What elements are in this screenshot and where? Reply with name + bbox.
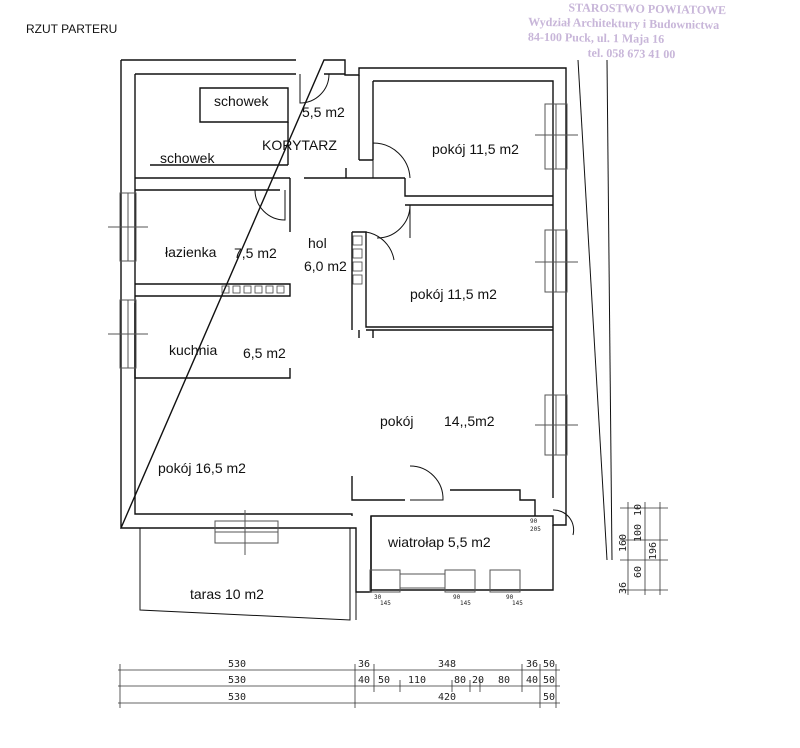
- dim-row3-label: 530: [228, 692, 247, 703]
- shelf-pattern: [221, 235, 363, 294]
- small-dimension: 145: [460, 600, 471, 607]
- room-wall: [351, 231, 553, 331]
- window-icon: [489, 569, 521, 593]
- small-dimension: 145: [380, 600, 391, 607]
- room-label-wiatrolap: wiatrołap 5,5 m2: [388, 534, 491, 550]
- door-swing: [552, 509, 575, 536]
- dim-row1-label: 50: [543, 659, 556, 670]
- outer-wall: [119, 59, 567, 593]
- room-area-lazienka: 7,5 m2: [234, 245, 277, 261]
- room-label-schowek-2: schowek: [160, 150, 215, 166]
- room-wall: [135, 283, 291, 297]
- dim-row2-label: 80: [498, 675, 511, 686]
- room-label-taras: taras 10 m2: [190, 586, 264, 602]
- vertical-dim-label: 160: [618, 533, 629, 552]
- room-wall: [358, 75, 374, 161]
- vertical-dim-label: 60: [633, 565, 644, 578]
- vertical-dim-label: 196: [648, 541, 659, 560]
- vertical-dim-label: 100: [633, 523, 644, 542]
- dim-row1-label: 36: [526, 659, 539, 670]
- dim-row2-label: 110: [408, 675, 427, 686]
- dim-row3-label: 420: [438, 692, 457, 703]
- dim-row3-label: 50: [543, 692, 556, 703]
- corridor-wall: [135, 168, 405, 232]
- dim-row2-label: 530: [228, 675, 247, 686]
- door-swing: [365, 231, 395, 261]
- vertical-dim-label: 36: [618, 581, 629, 594]
- small-dimension: 90: [453, 594, 461, 601]
- plot-line: [606, 59, 613, 561]
- room-area-hol: 6,0 m2: [304, 258, 347, 274]
- vertical-dimension: [620, 502, 668, 595]
- dim-row1-label: 348: [438, 659, 457, 670]
- terrace-outline: [139, 528, 351, 621]
- door-swing: [409, 465, 444, 501]
- room-label-pokoj-c: pokój: [380, 413, 414, 429]
- window-icon: [444, 569, 476, 593]
- office-stamp: STAROSTWO POWIATOWE Wydział Architektury…: [527, 0, 798, 64]
- outer-wall-inner: [134, 73, 554, 516]
- room-area-kuchnia: 6,5 m2: [243, 345, 286, 361]
- room-area-pokoj-c: 14,,5m2: [444, 413, 495, 429]
- window-icon: [369, 569, 401, 593]
- room-wall: [134, 303, 291, 379]
- room-wall: [351, 476, 536, 516]
- room-wall: [370, 516, 554, 591]
- small-dimension: 145: [512, 600, 523, 607]
- room-wall: [358, 330, 374, 338]
- dim-row1-label: 36: [358, 659, 371, 670]
- dim-row2-label: 80: [454, 675, 467, 686]
- room-label-kuchnia: kuchnia: [169, 342, 218, 358]
- small-dimension: 30: [374, 594, 382, 601]
- horizontal-dimensions: [118, 664, 560, 708]
- door-swing: [254, 189, 286, 221]
- room-wall: [404, 178, 553, 206]
- dim-row2-label: 40: [358, 675, 371, 686]
- room-label-pokoj-a: pokój 11,5 m2: [432, 141, 519, 157]
- plot-line: [577, 59, 608, 561]
- vertical-dim-label: 10: [633, 503, 644, 516]
- door-swing: [372, 142, 411, 179]
- small-dimension: 205: [530, 526, 541, 533]
- room-label-schowek: schowek: [214, 93, 269, 109]
- dim-row2-label: 50: [378, 675, 391, 686]
- room-label-korytarz: KORYTARZ: [262, 137, 337, 153]
- room-label-lazienka: łazienka: [165, 244, 217, 260]
- door-swing: [299, 73, 330, 104]
- room-label-hol: hol: [308, 235, 327, 251]
- dim-row2-label: 40: [526, 675, 539, 686]
- dim-row1-label: 530: [228, 659, 247, 670]
- door-swing: [376, 204, 411, 239]
- room-label-pokoj-b: pokój 11,5 m2: [410, 286, 497, 302]
- room-label-pokoj-d: pokój 16,5 m2: [158, 460, 246, 476]
- dim-row2-label: 50: [543, 675, 556, 686]
- window-icon: [399, 573, 446, 589]
- small-dimension: 90: [530, 518, 538, 525]
- small-dimension: 90: [506, 594, 514, 601]
- room-area-schowek: 5,5 m2: [302, 104, 345, 120]
- page-title: RZUT PARTERU: [26, 22, 118, 36]
- dim-row2-label: 20: [472, 675, 485, 686]
- storage-wall: [150, 122, 289, 166]
